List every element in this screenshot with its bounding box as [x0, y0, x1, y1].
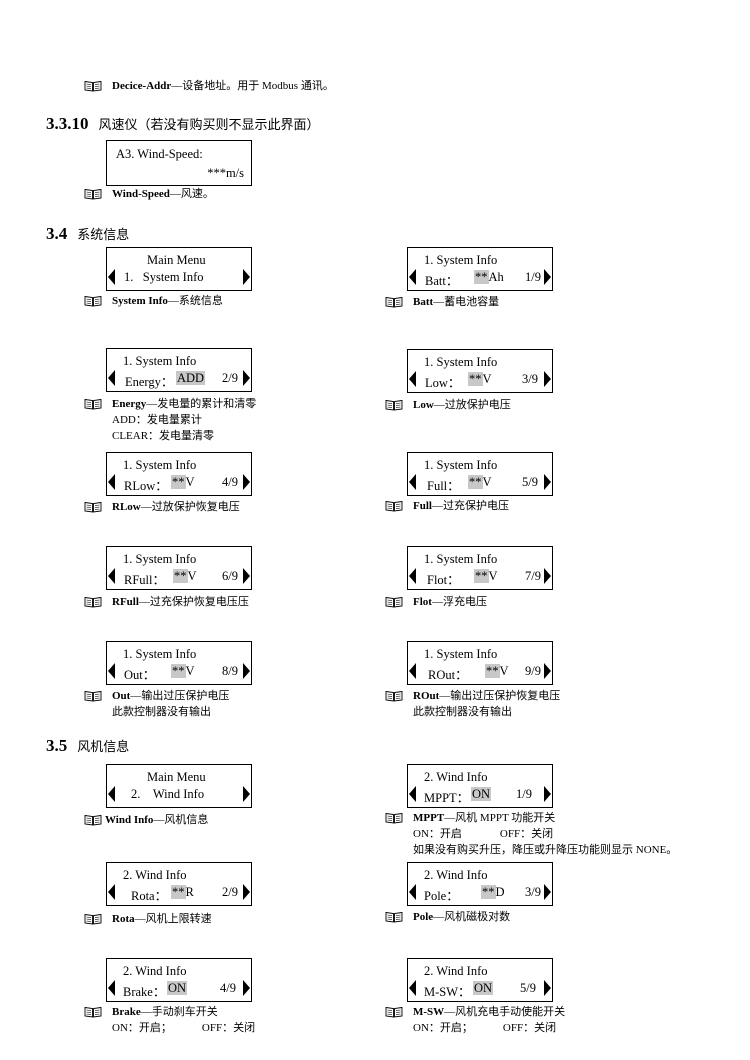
- note-rlow: RLow—过放保护恢复电压: [84, 499, 240, 515]
- arrow-left-icon[interactable]: [108, 884, 115, 900]
- book-icon: [385, 690, 403, 702]
- note-wind-info: Wind Info—风机信息: [84, 812, 208, 828]
- lcd-low: 1. System Info Low： **V 3/9: [407, 349, 553, 393]
- note-rota: Rota—风机上限转速: [84, 911, 212, 927]
- lcd-main-menu-system-info: Main Menu 1. System Info: [106, 247, 252, 291]
- arrow-left-icon[interactable]: [409, 371, 416, 387]
- arrow-right-icon[interactable]: [544, 663, 551, 679]
- arrow-left-icon[interactable]: [108, 980, 115, 996]
- note-full: Full—过充保护电压: [385, 498, 509, 514]
- book-icon: [385, 296, 403, 308]
- arrow-left-icon[interactable]: [409, 269, 416, 285]
- book-icon: [84, 188, 102, 200]
- note-brake: Brake—手动刹车开关 ON：开启；OFF：关闭: [84, 1004, 255, 1036]
- book-icon: [84, 295, 102, 307]
- lcd-brake: 2. Wind Info Brake： ON 4/9: [106, 958, 252, 1002]
- arrow-left-icon[interactable]: [409, 568, 416, 584]
- arrow-left-icon[interactable]: [108, 474, 115, 490]
- arrow-left-icon[interactable]: [409, 663, 416, 679]
- lcd-rlow: 1. System Info RLow： **V 4/9: [106, 452, 252, 496]
- book-icon: [84, 596, 102, 608]
- arrow-right-icon[interactable]: [544, 371, 551, 387]
- note-msw: M-SW—风机充电手动使能开关 ON：开启；OFF：关闭: [385, 1004, 565, 1036]
- note-flot: Flot—浮充电压: [385, 594, 487, 610]
- arrow-right-icon[interactable]: [243, 786, 250, 802]
- lcd-batt: 1. System Info Batt： **Ah 1/9: [407, 247, 553, 291]
- lcd-msw: 2. Wind Info M-SW： ON 5/9: [407, 958, 553, 1002]
- note-pole: Pole—风机磁极对数: [385, 909, 510, 925]
- arrow-left-icon[interactable]: [409, 884, 416, 900]
- note-device-addr: Decice-Addr—设备地址。用于 Modbus 通讯。: [84, 78, 334, 94]
- arrow-right-icon[interactable]: [544, 568, 551, 584]
- note-rfull: RFull—过充保护恢复电压压: [84, 594, 249, 610]
- lcd-wind-speed: A3. Wind-Speed: ***m/s: [106, 140, 252, 186]
- arrow-left-icon[interactable]: [108, 370, 115, 386]
- book-icon: [84, 1006, 102, 1018]
- book-icon: [385, 596, 403, 608]
- note-out: Out—输出过压保护电压 此款控制器没有输出: [84, 688, 229, 720]
- arrow-left-icon[interactable]: [108, 568, 115, 584]
- arrow-right-icon[interactable]: [243, 370, 250, 386]
- book-icon: [84, 913, 102, 925]
- arrow-left-icon[interactable]: [409, 980, 416, 996]
- lcd-pole: 2. Wind Info Pole： **D 3/9: [407, 862, 553, 906]
- note-rout: ROut—输出过压保护恢复电压 此款控制器没有输出: [385, 688, 560, 720]
- arrow-right-icon[interactable]: [544, 884, 551, 900]
- arrow-left-icon[interactable]: [409, 786, 416, 802]
- arrow-right-icon[interactable]: [544, 786, 551, 802]
- arrow-left-icon[interactable]: [409, 474, 416, 490]
- arrow-left-icon[interactable]: [108, 663, 115, 679]
- book-icon: [84, 690, 102, 702]
- note-batt: Batt—蓄电池容量: [385, 294, 499, 310]
- arrow-right-icon[interactable]: [243, 663, 250, 679]
- lcd-mppt: 2. Wind Info MPPT： ON 1/9: [407, 764, 553, 808]
- note-wind-speed: Wind-Speed—风速。: [84, 186, 214, 202]
- book-icon: [385, 1006, 403, 1018]
- lcd-rota: 2. Wind Info Rota： **R 2/9: [106, 862, 252, 906]
- lcd-energy: 1. System Info Energy： ADD 2/9: [106, 348, 252, 392]
- note-system-info: System Info—系统信息: [84, 293, 223, 309]
- arrow-right-icon[interactable]: [544, 980, 551, 996]
- lcd-out: 1. System Info Out： **V 8/9: [106, 641, 252, 685]
- book-icon: [385, 500, 403, 512]
- note-energy: Energy—发电量的累计和清零 ADD：发电量累计 CLEAR：发电量清零: [84, 396, 256, 444]
- arrow-right-icon[interactable]: [243, 884, 250, 900]
- lcd-main-menu-wind-info: Main Menu 2. Wind Info: [106, 764, 252, 808]
- book-icon: [84, 80, 102, 92]
- book-icon: [385, 812, 403, 824]
- arrow-right-icon[interactable]: [544, 269, 551, 285]
- arrow-right-icon[interactable]: [544, 474, 551, 490]
- book-icon: [84, 398, 102, 410]
- lcd-full: 1. System Info Full： **V 5/9: [407, 452, 553, 496]
- arrow-right-icon[interactable]: [243, 474, 250, 490]
- lcd-flot: 1. System Info Flot： **V 7/9: [407, 546, 553, 590]
- arrow-right-icon[interactable]: [243, 568, 250, 584]
- arrow-right-icon[interactable]: [243, 269, 250, 285]
- book-icon: [84, 501, 102, 513]
- arrow-left-icon[interactable]: [108, 786, 115, 802]
- book-icon: [385, 399, 403, 411]
- book-icon: [84, 814, 102, 826]
- arrow-left-icon[interactable]: [108, 269, 115, 285]
- arrow-right-icon[interactable]: [243, 980, 250, 996]
- lcd-rout: 1. System Info ROut： **V 9/9: [407, 641, 553, 685]
- book-icon: [385, 911, 403, 923]
- note-low: Low—过放保护电压: [385, 397, 511, 413]
- lcd-rfull: 1. System Info RFull： **V 6/9: [106, 546, 252, 590]
